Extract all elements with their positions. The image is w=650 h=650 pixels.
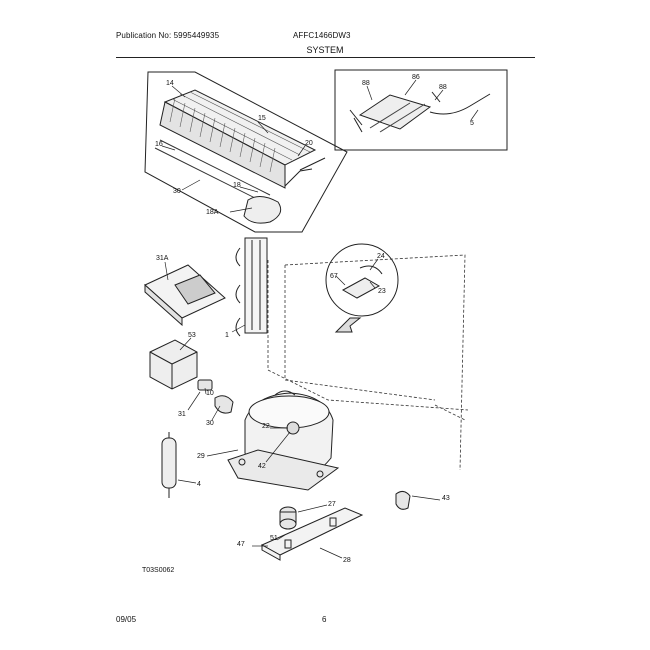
gasket-strip	[235, 237, 268, 337]
detail-circle	[325, 243, 399, 333]
callout-1: 1	[225, 332, 229, 339]
model-number: AFFC1466DW3	[293, 31, 351, 40]
callout-5: 5	[470, 120, 474, 127]
callout-22: 22	[262, 423, 270, 430]
callout-86: 86	[412, 74, 420, 81]
detail-arrow	[334, 317, 362, 333]
callout-20: 20	[305, 140, 313, 147]
leader-lines	[161, 79, 479, 559]
detail-part	[341, 277, 381, 299]
sensor-wire	[429, 93, 491, 115]
evaporator-frame	[144, 71, 348, 233]
callout-88-left: 88	[362, 80, 370, 87]
callout-18a: 18A	[206, 209, 219, 216]
heater-rod	[159, 139, 271, 196]
callout-29: 29	[197, 453, 205, 460]
evaporator-group	[144, 71, 348, 233]
callout-27: 27	[328, 501, 336, 508]
filter-drier	[161, 432, 177, 498]
footer-date: 09/05	[116, 615, 137, 624]
callout-30-top: 30	[173, 188, 181, 195]
compressor-base	[227, 449, 340, 491]
mounting-plate	[260, 507, 364, 561]
evap-tube	[299, 157, 326, 171]
callout-31: 31	[178, 411, 186, 418]
relay	[149, 339, 198, 390]
callout-14: 14	[166, 80, 174, 87]
section-title: SYSTEM	[306, 45, 344, 55]
drain-trough	[243, 196, 282, 224]
cabinet-outline	[267, 254, 469, 471]
callout-18: 18	[233, 182, 241, 189]
callout-43: 43	[442, 495, 450, 502]
compressor	[227, 390, 340, 491]
callout-51: 51	[270, 535, 278, 542]
control-box	[144, 264, 226, 327]
grommet	[279, 490, 411, 530]
callout-23: 23	[378, 288, 386, 295]
callout-31a: 31A	[156, 255, 169, 262]
callout-16: 16	[155, 141, 163, 148]
evaporator-fins	[169, 91, 311, 173]
diagram-code: T03S0062	[142, 567, 174, 574]
callout-67: 67	[330, 273, 338, 280]
overload-clip	[197, 379, 234, 414]
callout-10: 10	[206, 390, 214, 397]
callout-88-right: 88	[439, 84, 447, 91]
callout-4: 4	[197, 481, 201, 488]
publication-number: Publication No: 5995449935	[116, 31, 220, 40]
callout-30: 30	[206, 420, 214, 427]
callout-53: 53	[188, 332, 196, 339]
evaporator-coil-side	[159, 101, 286, 189]
callout-labels: 14 15 16 20 30 18 18A 88 86 88 5 31A 1 2…	[142, 74, 474, 574]
callout-24: 24	[377, 253, 385, 260]
callout-42: 42	[258, 463, 266, 470]
header-rule	[116, 57, 535, 58]
page-number: 6	[322, 615, 327, 624]
bracket-43	[395, 490, 411, 510]
callout-47: 47	[237, 541, 245, 548]
sensor-inset-frame	[334, 69, 508, 151]
sensor-inset	[334, 69, 508, 151]
callout-15: 15	[258, 115, 266, 122]
callout-28: 28	[343, 557, 351, 564]
